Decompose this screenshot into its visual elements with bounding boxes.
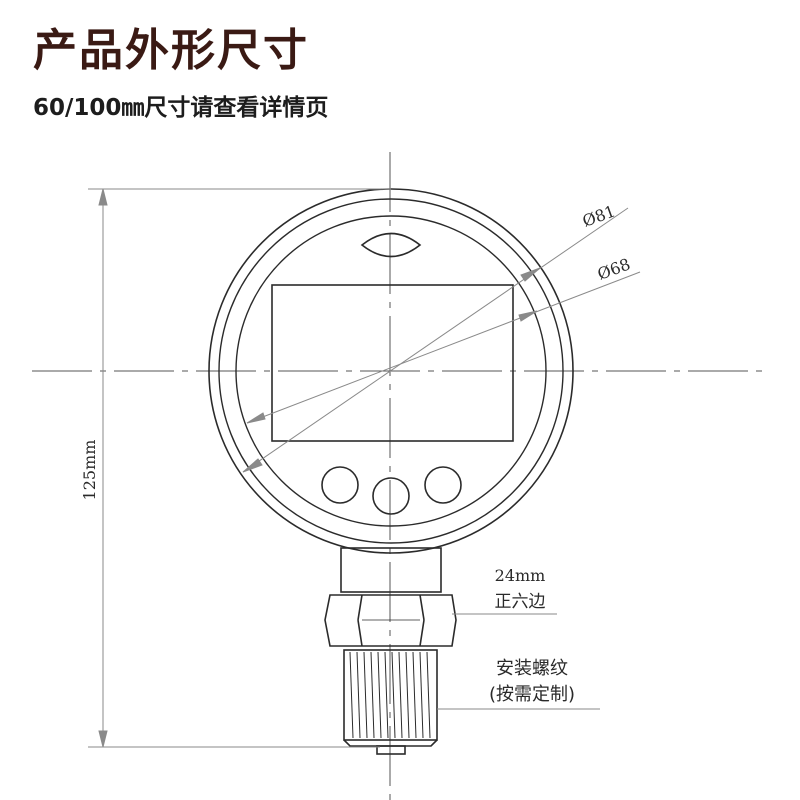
center-button-circle: [372, 477, 410, 515]
hex-size-label: 24mm: [495, 566, 546, 585]
height-label: 125mm: [80, 440, 99, 501]
thread-hatch-line: [370, 651, 375, 739]
outer-diameter-arrow: [520, 267, 541, 282]
height-arrow-bottom: [98, 730, 108, 748]
hex-nut-facet: [419, 619, 425, 647]
outer-diameter-label: Ø81: [580, 201, 618, 230]
thread-label: 安装螺纹: [496, 658, 568, 679]
thread-hatch-line: [363, 651, 368, 739]
dial-face-circle: [235, 215, 547, 527]
thread-hatch-lines: [349, 651, 431, 739]
stem-tip: [376, 745, 406, 755]
thread-hatch-line: [419, 651, 424, 739]
inner-diameter-label: Ø68: [595, 254, 633, 283]
hex-nut: [324, 594, 457, 647]
thread-hatch-line: [377, 651, 382, 739]
stem-neck: [340, 547, 442, 593]
hex-shape-label: 正六边: [495, 592, 546, 612]
outer-diameter-arrow: [242, 458, 263, 473]
thread-note-label: (按需定制): [489, 684, 575, 705]
inner-diameter-line: [246, 271, 641, 424]
height-arrow-top: [98, 188, 108, 206]
hex-nut-facet: [419, 594, 425, 621]
diameter-dimensions: [242, 207, 641, 473]
outer-diameter-line: [242, 207, 629, 473]
page-subtitle: 60/100㎜尺寸请查看详情页: [33, 95, 329, 121]
hex-nut-facet: [357, 594, 363, 621]
thread-body: [343, 649, 438, 741]
lcd-display-window: [271, 284, 514, 442]
gauge-stem: [324, 547, 457, 755]
thread-hatch-line: [405, 651, 410, 739]
logo-window-shape: [360, 232, 422, 258]
inner-diameter-arrow: [518, 310, 538, 322]
inner-diameter-arrow: [246, 412, 266, 424]
bezel-ring-circle: [218, 198, 564, 544]
right-button-circle: [424, 466, 462, 504]
height-dimension: [88, 188, 391, 748]
thread-hatch-line: [349, 651, 354, 739]
thread-hatch-line: [426, 651, 431, 739]
page-title: 产品外形尺寸: [33, 25, 309, 76]
hex-nut-facet: [357, 619, 363, 647]
center-lines: [32, 152, 768, 800]
thread-hatch-line: [412, 651, 417, 739]
thread-hatch-line: [391, 651, 396, 739]
thread-hatch-line: [356, 651, 361, 739]
thread-hatch-line: [384, 651, 389, 739]
left-button-circle: [321, 466, 359, 504]
thread-hatch-line: [398, 651, 403, 739]
